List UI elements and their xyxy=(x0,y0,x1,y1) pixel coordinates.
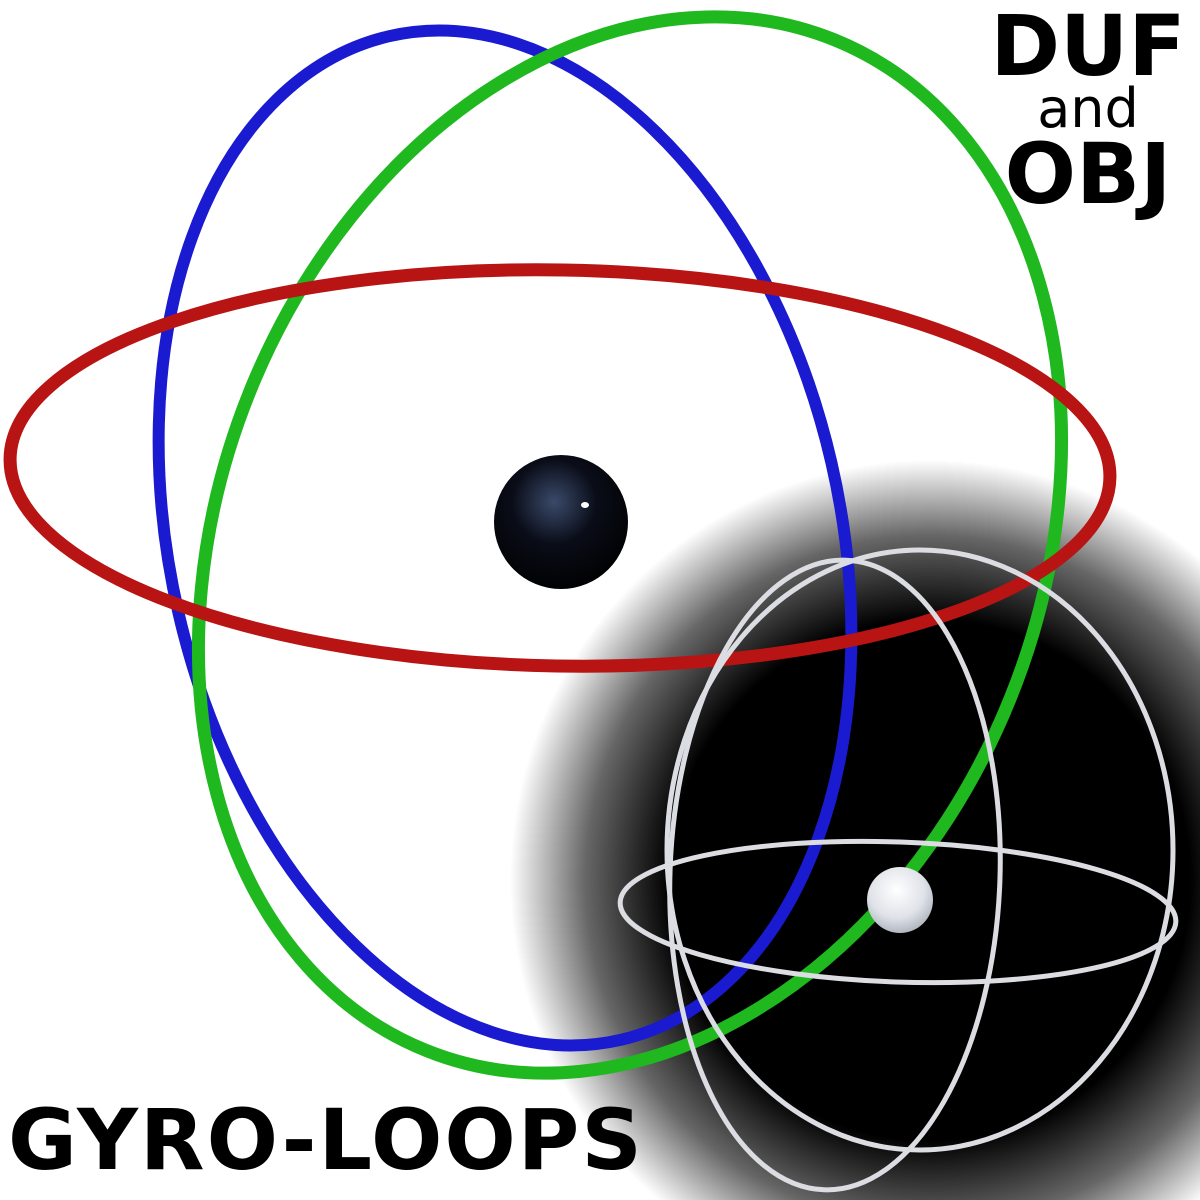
format-and: and xyxy=(1037,77,1139,140)
wireframe-outer-ring xyxy=(664,547,1176,1153)
product-title: GYRO-LOOPS xyxy=(8,1091,644,1189)
wireframe-center-sphere xyxy=(867,867,933,933)
wireframe-horizontal-ring xyxy=(617,838,1179,986)
format-badge: DUF and OBJ xyxy=(988,4,1188,216)
green-loop xyxy=(192,10,1068,1080)
shadow-blob xyxy=(510,460,1200,1200)
center-sphere xyxy=(494,455,628,589)
wireframe-vertical-ring xyxy=(667,557,1003,1193)
format-obj: OBJ xyxy=(1004,125,1172,223)
wireframe-gyro xyxy=(617,547,1179,1193)
blue-loop xyxy=(152,24,858,1052)
red-loop xyxy=(3,263,1117,673)
sphere-highlight xyxy=(581,502,589,508)
format-duf: DUF xyxy=(990,0,1186,95)
